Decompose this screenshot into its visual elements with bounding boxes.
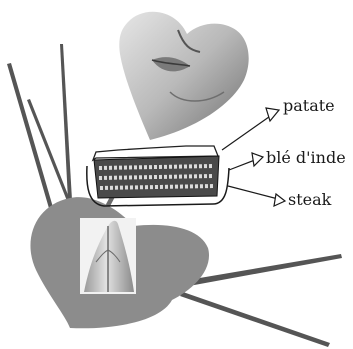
- grass-blade: [60, 44, 72, 200]
- label-patate: patate: [283, 98, 335, 114]
- praying-hands-heart: [30, 197, 209, 328]
- grass-blade: [180, 292, 330, 347]
- label-steak: steak: [288, 192, 331, 208]
- label-ble-dinde: blé d'inde: [266, 150, 346, 166]
- arrow-to-ble-dinde: [229, 153, 263, 170]
- arrow-to-steak: [228, 186, 285, 206]
- face-heart: [119, 12, 248, 140]
- arrow-to-patate: [222, 108, 279, 150]
- layered-dish: [87, 146, 229, 206]
